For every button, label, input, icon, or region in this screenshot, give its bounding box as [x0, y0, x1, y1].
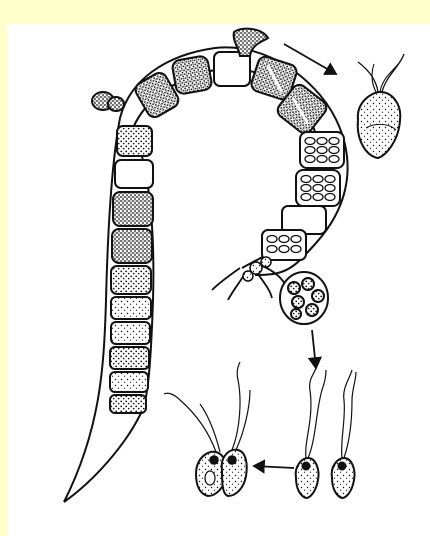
gamete-right-2	[332, 370, 356, 498]
fusing-gamete-pair	[164, 362, 250, 496]
arrow-left	[254, 466, 294, 468]
arrow-down	[312, 330, 316, 368]
germinating-spore-top	[234, 29, 268, 56]
sporangium	[280, 272, 328, 324]
gamete-right-1	[296, 368, 326, 498]
zoospore-large	[358, 54, 404, 158]
filament-cells-left	[110, 126, 153, 413]
germinating-spore-left	[92, 92, 124, 111]
